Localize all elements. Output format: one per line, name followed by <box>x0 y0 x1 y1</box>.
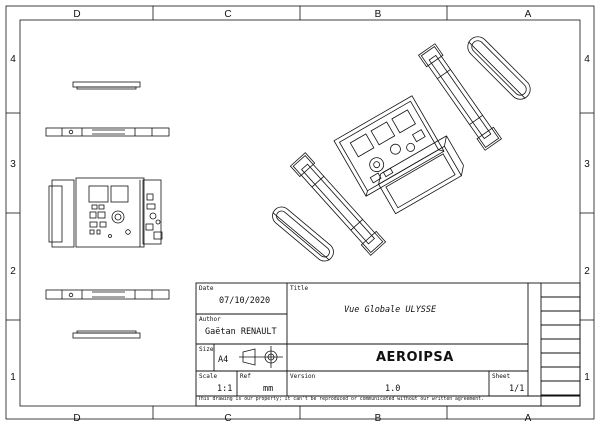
author-label: Author <box>199 316 221 323</box>
scale-value: 1:1 <box>217 384 233 394</box>
zone-label-bottom-d: D <box>73 413 81 424</box>
projection-symbol-icon <box>239 346 283 368</box>
sheet-value: 1/1 <box>509 384 525 394</box>
top-view-plate <box>72 81 141 90</box>
zone-label-left-4: 4 <box>10 54 16 65</box>
date-value: 07/10/2020 <box>219 296 271 306</box>
size-value: A4 <box>218 355 229 365</box>
iso-left-rail <box>289 152 387 256</box>
iso-left-disc <box>272 206 334 262</box>
zone-label-left-2: 2 <box>10 266 16 277</box>
zone-label-right-4: 4 <box>584 54 590 65</box>
drawing-title: Vue Globale ULYSSE <box>344 305 437 315</box>
iso-right-disc <box>467 36 531 100</box>
zone-label-right-3: 3 <box>584 159 590 170</box>
zone-label-bottom-c: C <box>224 413 232 424</box>
inner-border <box>19 19 581 407</box>
zone-label-left-1: 1 <box>10 372 16 383</box>
outer-border <box>5 5 595 420</box>
zone-label-top-a: A <box>524 9 532 20</box>
bottom-view-plate <box>72 330 141 339</box>
zone-label-top-d: D <box>73 9 81 20</box>
size-label: Size <box>199 346 214 353</box>
zone-label-left-3: 3 <box>10 159 16 170</box>
zone-label-top-c: C <box>224 9 232 20</box>
bottom-view-rail <box>45 289 170 300</box>
title-block-frame <box>195 282 581 407</box>
version-label: Version <box>290 373 316 380</box>
scale-label: Scale <box>199 373 218 380</box>
disclaimer-text: This drawing is our property; it can't b… <box>198 397 484 402</box>
iso-drawer-box <box>378 135 464 215</box>
date-label: Date <box>199 285 214 292</box>
zone-label-right-2: 2 <box>584 266 590 277</box>
sheet-label: Sheet <box>492 373 511 380</box>
company-logo: AEROIPSA <box>376 350 454 365</box>
zone-label-right-1: 1 <box>584 372 590 383</box>
author-value: Gaëtan RENAULT <box>205 327 277 337</box>
zone-label-bottom-b: B <box>374 413 382 424</box>
title-label: Title <box>290 285 309 292</box>
top-view-rail <box>45 127 170 137</box>
front-view-module <box>48 177 163 248</box>
ref-label: Ref <box>240 373 251 380</box>
iso-module-block <box>333 95 445 197</box>
version-value: 1.0 <box>385 384 401 394</box>
iso-right-rail <box>417 43 503 151</box>
zone-label-top-b: B <box>374 9 382 20</box>
zone-label-bottom-a: A <box>524 413 532 424</box>
ref-value: mm <box>263 384 274 394</box>
